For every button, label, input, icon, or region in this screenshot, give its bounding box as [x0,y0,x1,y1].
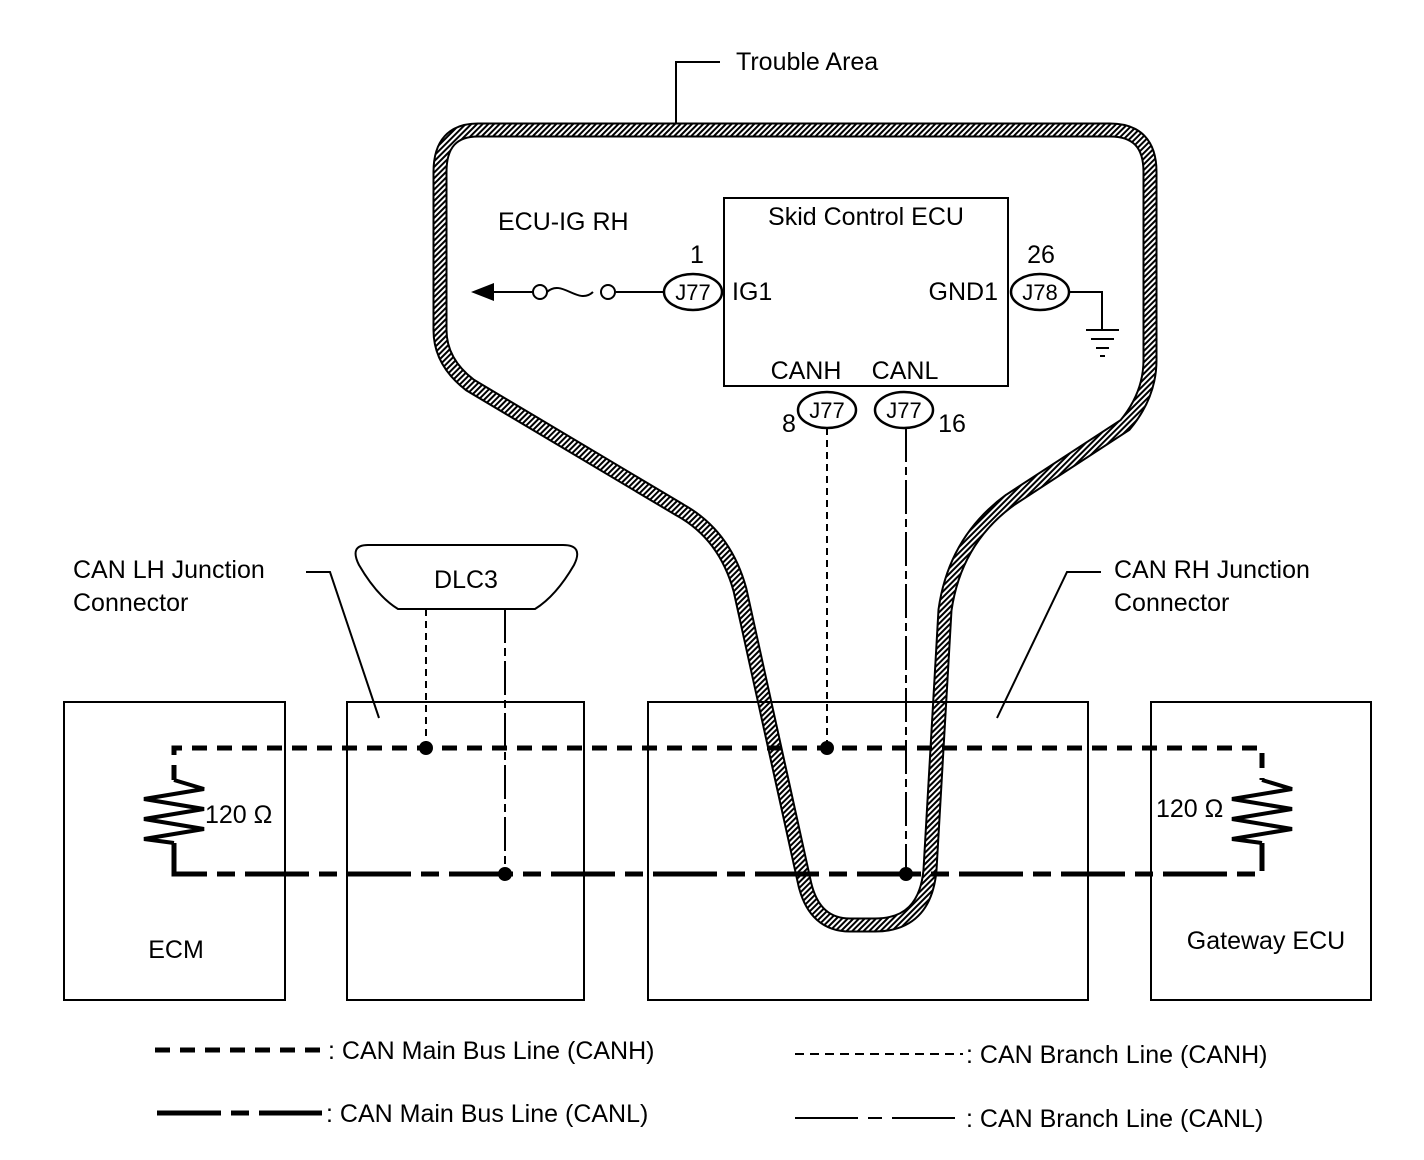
skid-control-ecu-box [723,197,1009,387]
dlc3-canh-junction-dot [419,741,433,755]
can-rh-junction-box [647,701,1089,1001]
can-lh-junction-label-line1: CAN LH Junction [73,556,265,584]
legend-branch-canh-label: : CAN Branch Line (CANH) [966,1041,1267,1069]
canh-pin-number: 8 [782,410,796,438]
gnd1-pin-name: GND1 [929,278,998,306]
can-lh-junction-box [346,701,585,1001]
power-arrow-icon [471,283,494,301]
gateway-resistor [1231,778,1293,845]
dlc3-connector-shape [354,544,579,610]
ecu-ig-rh-fuse [490,284,664,300]
ecm-resistor [143,778,205,845]
legend-main-canh-label: : CAN Main Bus Line (CANH) [328,1037,654,1065]
j77-ig1-connector-label: J77 [675,280,710,305]
legend: : CAN Main Bus Line (CANH) : CAN Main Bu… [155,1037,1267,1133]
gateway-ecu-label: Gateway ECU [1187,927,1345,955]
gnd1-pin-number: 26 [1027,241,1055,269]
ground-icon [1069,291,1119,357]
gateway-ecu-box [1150,701,1372,1001]
j77-canl-connector [873,390,935,430]
trouble-area-label: Trouble Area [736,48,878,76]
legend-branch-canl-label: : CAN Branch Line (CANL) [966,1105,1263,1133]
can-rh-junction-label-line1: CAN RH Junction [1114,556,1310,584]
ecm-box [63,701,286,1001]
j77-canl-connector-label: J77 [886,398,921,423]
can-lh-junction-leader [306,571,380,719]
can-rh-junction-leader [996,571,1101,719]
can-rh-junction-label-line2: Connector [1114,589,1229,617]
canh-pin-name: CANH [771,357,842,385]
skid-ecu-canh-junction-dot [820,741,834,755]
can-main-bus-canl-line [171,843,1265,877]
legend-main-canl-label: : CAN Main Bus Line (CANL) [326,1100,648,1128]
dlc3-label: DLC3 [434,566,498,594]
ecm-label: ECM [148,936,204,964]
trouble-area-leader [675,61,720,124]
ecm-resistor-value: 120 Ω [205,801,272,829]
canl-pin-number: 16 [938,410,966,438]
can-main-bus-canh-line [171,745,1265,780]
j78-gnd1-connector-label: J78 [1022,280,1057,305]
skid-control-ecu-title: Skid Control ECU [768,203,964,231]
skid-ecu-canl-junction-dot [899,867,913,881]
dlc3-canl-junction-dot [498,867,512,881]
trouble-area-outline [432,122,1158,933]
ig1-pin-name: IG1 [732,278,772,306]
ig1-pin-number: 1 [690,241,704,269]
gateway-resistor-value: 120 Ω [1156,795,1223,823]
can-lh-junction-label-line2: Connector [73,589,188,617]
j77-canh-connector-label: J77 [809,398,844,423]
ecu-ig-rh-label: ECU-IG RH [498,208,629,236]
canl-pin-name: CANL [872,357,939,385]
